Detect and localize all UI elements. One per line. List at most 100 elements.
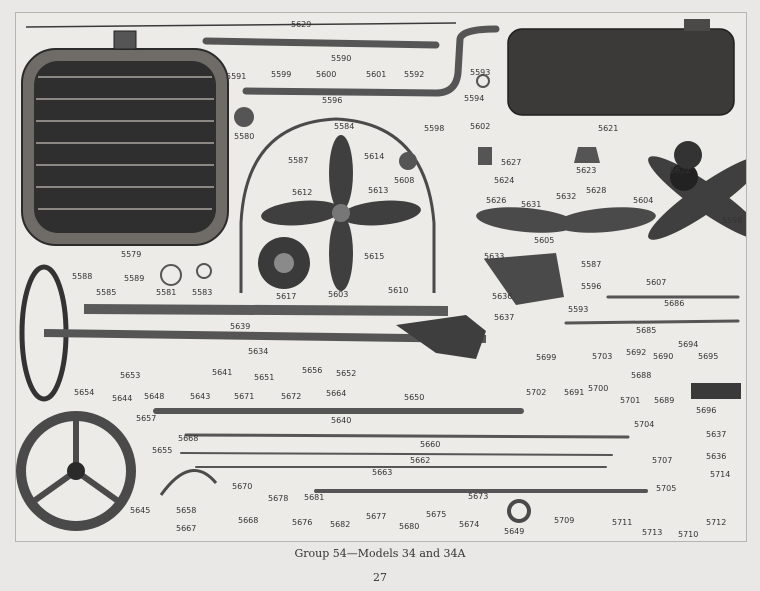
part-number: 5631 [521, 200, 541, 209]
part-number: 5623 [576, 166, 596, 175]
part-number: 5641 [212, 368, 232, 377]
part-number: 5670 [232, 482, 252, 491]
part-number: 5636 [706, 452, 726, 461]
part-number: 5672 [281, 392, 301, 401]
part-number: 5598 [722, 216, 742, 225]
x-fan-illustration [648, 156, 746, 240]
part-number: 5584 [334, 122, 354, 131]
part-number: 5593 [470, 68, 490, 77]
part-number-labels: 5629 5590 5591 5599 5600 5601 5592 5593 … [72, 20, 742, 539]
part-number: 5649 [504, 527, 524, 536]
part-number: 5596 [322, 96, 342, 105]
part-number: 5696 [696, 406, 716, 415]
parts-plate: 5629 5590 5591 5599 5600 5601 5592 5593 … [15, 12, 747, 542]
part-number: 5613 [368, 186, 388, 195]
part-number: 5587 [288, 156, 308, 165]
part-number: 5602 [470, 122, 490, 131]
part-number: 5636 [492, 292, 512, 301]
part-number: 5690 [653, 352, 673, 361]
part-number: 5678 [268, 494, 288, 503]
part-number: 5663 [372, 468, 392, 477]
part-number: 5634 [248, 347, 268, 356]
part-number: 5648 [144, 392, 164, 401]
page-caption: Group 54—Models 34 and 34A [294, 547, 466, 560]
part-number: 5632 [556, 192, 576, 201]
part-number: 5676 [292, 518, 312, 527]
steering-column-illustration [83, 304, 449, 316]
part-number: 5604 [633, 196, 653, 205]
part-number: 5694 [678, 340, 698, 349]
part-number: 5581 [156, 288, 176, 297]
part-number: 5603 [328, 290, 348, 299]
part-number: 5580 [234, 132, 254, 141]
part-number: 5643 [190, 392, 210, 401]
part-number: 5702 [526, 388, 546, 397]
part-number: 5614 [364, 152, 384, 161]
part-number: 5656 [302, 366, 322, 375]
part-number: 5671 [234, 392, 254, 401]
part-number: 5626 [486, 196, 506, 205]
part-number: 5600 [316, 70, 336, 79]
part-number: 5710 [678, 530, 698, 539]
part-number: 5654 [74, 388, 94, 397]
part-number: 5686 [664, 299, 684, 308]
part-number: 5629 [291, 20, 311, 29]
part-number: 5658 [176, 506, 196, 515]
part-number: 5640 [331, 416, 351, 425]
part-number: 5662 [410, 456, 430, 465]
part-number: 5688 [631, 371, 651, 380]
part-number: 5583 [192, 288, 212, 297]
part-number: 5587 [581, 260, 601, 269]
part-number: 5651 [254, 373, 274, 382]
part-number: 5713 [642, 528, 662, 537]
steering-wheel-lower-illustration [16, 411, 136, 531]
fan-illustration [261, 135, 421, 291]
part-number: 5617 [276, 292, 296, 301]
part-number: 5591 [226, 72, 246, 81]
part-number: 5681 [304, 493, 324, 502]
small-parts-illustration [160, 74, 741, 399]
part-number: 5680 [399, 522, 419, 531]
part-number: 5685 [636, 326, 656, 335]
part-number: 5660 [420, 440, 440, 449]
part-number: 5704 [634, 420, 654, 429]
part-number: 5675 [426, 510, 446, 519]
part-number: 5594 [464, 94, 484, 103]
part-number: 5598 [424, 124, 444, 133]
part-number: 5668 [178, 434, 198, 443]
part-number: 5653 [120, 371, 140, 380]
fuel-tank-illustration [507, 19, 735, 116]
part-number: 5599 [271, 70, 291, 79]
part-number: 5674 [459, 520, 479, 529]
part-number: 5668 [238, 516, 258, 525]
part-number: 5712 [706, 518, 726, 527]
pulley-illustration [258, 237, 310, 289]
part-number: 5628 [586, 186, 606, 195]
pipe-assembly-illustration [202, 25, 500, 97]
part-number: 5650 [404, 393, 424, 402]
part-number: 5682 [330, 520, 350, 529]
part-number: 5621 [598, 124, 618, 133]
part-number: 5624 [494, 176, 514, 185]
part-number: 5637 [494, 313, 514, 322]
part-number: 5644 [112, 394, 132, 403]
part-number: 5711 [612, 518, 632, 527]
part-number: 5691 [564, 388, 584, 397]
part-number: 5593 [568, 305, 588, 314]
part-number: 5664 [326, 389, 346, 398]
part-number: 5652 [336, 369, 356, 378]
page-number: 27 [373, 571, 387, 584]
part-number: 5705 [656, 484, 676, 493]
part-number: 5627 [501, 158, 521, 167]
radiator-illustration [21, 30, 229, 246]
part-number: 5601 [366, 70, 386, 79]
part-number: 5709 [554, 516, 574, 525]
steering-gear-illustration [396, 253, 564, 359]
fan-blade-illustration [476, 207, 656, 233]
part-number: 5605 [534, 236, 554, 245]
part-number: 5692 [626, 348, 646, 357]
part-number: 5588 [72, 272, 92, 281]
steering-segment-illustration [159, 469, 531, 523]
long-rod-illustration [25, 22, 457, 28]
part-number: 5607 [646, 278, 666, 287]
